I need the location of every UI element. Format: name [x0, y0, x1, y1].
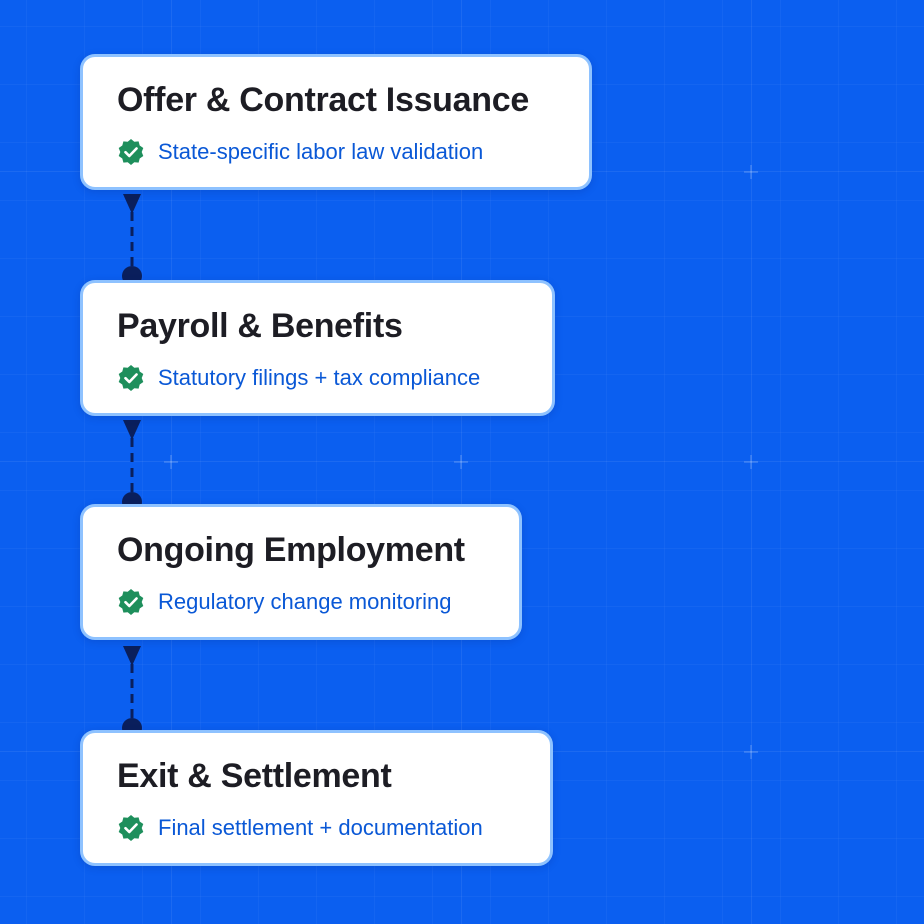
grid-cross-marker	[744, 455, 758, 469]
arrow-down-icon	[123, 194, 141, 214]
step-detail: Regulatory change monitoring	[117, 587, 452, 617]
arrow-down-icon	[123, 420, 141, 440]
step-card-payroll: Payroll & Benefits Statutory filings + t…	[80, 280, 555, 416]
check-badge-icon	[118, 365, 144, 391]
flow-connector	[122, 420, 142, 510]
step-title: Exit & Settlement	[117, 757, 392, 795]
step-title: Offer & Contract Issuance	[117, 81, 529, 119]
step-detail: Statutory filings + tax compliance	[117, 363, 480, 393]
grid-cross-marker	[454, 455, 468, 469]
step-detail-text: Final settlement + documentation	[158, 815, 483, 840]
step-card-exit: Exit & Settlement Final settlement + doc…	[80, 730, 553, 866]
step-card-offer: Offer & Contract Issuance State-specific…	[80, 54, 592, 190]
step-detail-text: Statutory filings + tax compliance	[158, 365, 481, 390]
grid-cross-marker	[164, 455, 178, 469]
step-detail-text: State-specific labor law validation	[158, 139, 484, 164]
flow-connector	[122, 194, 142, 284]
step-detail: Final settlement + documentation	[117, 813, 483, 843]
arrow-down-icon	[123, 646, 141, 666]
step-detail-text: Regulatory change monitoring	[158, 589, 452, 614]
step-title: Payroll & Benefits	[117, 307, 403, 345]
grid-cross-marker	[744, 745, 758, 759]
step-card-ongoing: Ongoing Employment Regulatory change mon…	[80, 504, 522, 640]
dot-icon	[122, 266, 142, 284]
check-badge-icon	[118, 139, 144, 165]
flow-connector	[122, 646, 142, 736]
step-detail: State-specific labor law validation	[117, 137, 483, 167]
check-badge-icon	[118, 815, 144, 841]
step-title: Ongoing Employment	[117, 531, 465, 569]
check-badge-icon	[118, 589, 144, 615]
grid-cross-marker	[744, 165, 758, 179]
